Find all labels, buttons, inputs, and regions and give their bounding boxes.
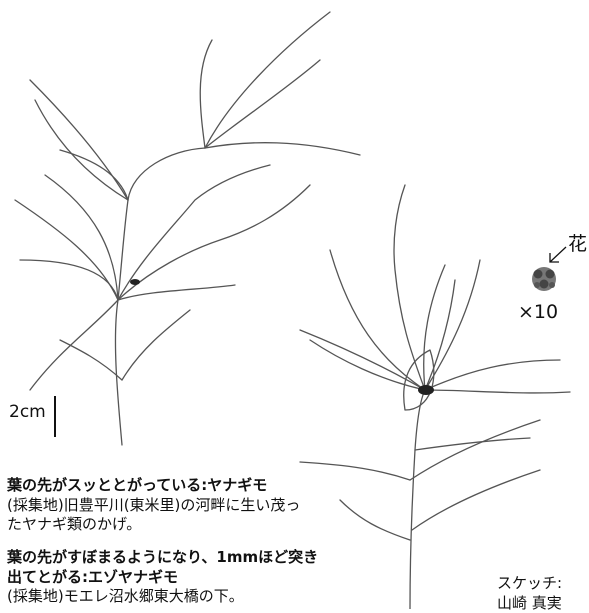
plant-yanagimo-drawing: [14, 11, 361, 446]
flower-pointer-arrow: [549, 246, 567, 263]
flower-detail: [532, 267, 556, 291]
scale-label: 2cm: [9, 402, 46, 422]
plant-ezoyanagimo-drawing: [299, 184, 571, 609]
magnification-label: ×10: [518, 301, 559, 323]
credit-name: 山崎 真実: [497, 594, 562, 612]
species1-location-line2: たヤナギ類のかげ。: [7, 515, 142, 533]
credit-label: スケッチ:: [497, 574, 563, 592]
flower-label: 花: [568, 233, 588, 255]
species2-title-line2: 出てとがる:エゾヤナギモ: [7, 568, 178, 586]
species1-title: 葉の先がスッととがっている:ヤナギモ: [7, 476, 268, 494]
species1-location-line1: (採集地)旧豊平川(東米里)の河畔に生い茂っ: [7, 496, 301, 514]
species2-location-line1: (採集地)モエレ沼水郷東大橋の下。: [7, 587, 244, 605]
species2-title-line1: 葉の先がすぼまるようになり、1mmほど突き: [7, 548, 319, 566]
